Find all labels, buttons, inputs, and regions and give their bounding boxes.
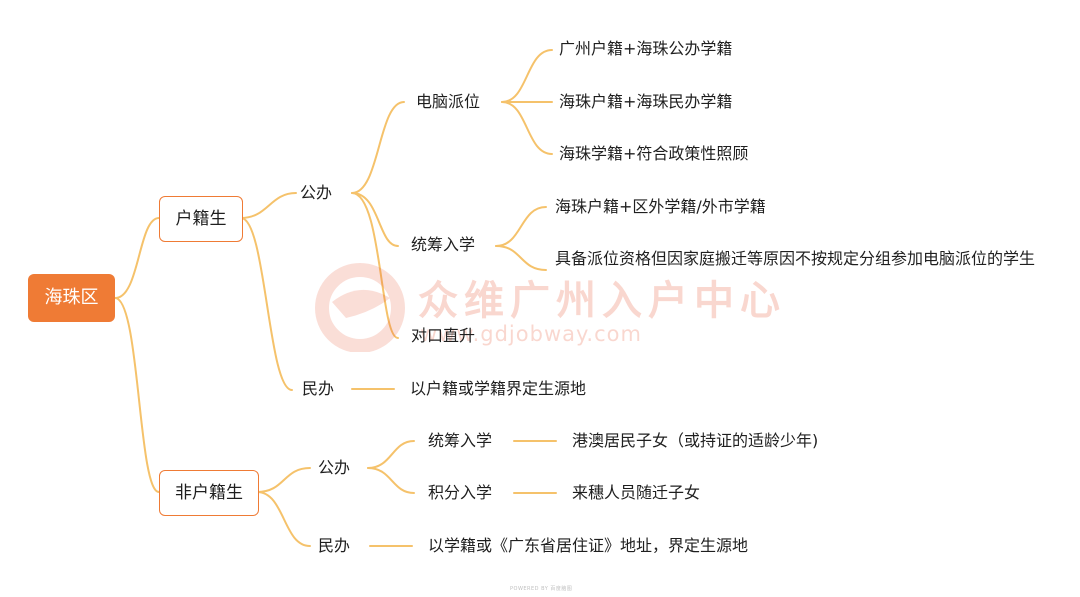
coordinated-item-1[interactable]: 海珠户籍+区外学籍/外市学籍 <box>555 197 766 216</box>
points-admission-item[interactable]: 来穗人员随迁子女 <box>572 483 701 502</box>
link-coordinated-item2 <box>495 245 547 271</box>
link-b2-private <box>256 491 311 547</box>
link-b2public-coordinated <box>367 440 415 469</box>
b2-private-item[interactable]: 以学籍或《广东省居住证》地址，界定生源地 <box>428 536 749 555</box>
computer-assignment-node[interactable]: 电脑派位 <box>416 92 481 111</box>
coordinated-item-2[interactable]: 具备派位资格但因家庭搬迁等原因不按规定分组参加电脑派位的学生 <box>555 249 1036 268</box>
link-public-direct <box>351 192 399 339</box>
link-b1-public <box>240 192 297 219</box>
link-b1-private <box>240 217 293 391</box>
computer-item-2[interactable]: 海珠户籍+海珠民办学籍 <box>559 92 733 111</box>
link-coordinated-item1 <box>495 206 547 247</box>
points-admission-node[interactable]: 积分入学 <box>428 483 493 502</box>
b2-private-node[interactable]: 民办 <box>318 536 351 555</box>
branch-huji-node[interactable]: 户籍生 <box>159 196 243 242</box>
link-root-branch1 <box>114 217 160 299</box>
link-public-computer <box>351 101 405 194</box>
b1-private-node[interactable]: 民办 <box>302 379 335 398</box>
link-computer-item3 <box>501 101 553 155</box>
b1-coordinated-node[interactable]: 统筹入学 <box>411 235 476 254</box>
link-public-coordinated <box>351 192 399 247</box>
computer-item-3[interactable]: 海珠学籍+符合政策性照顾 <box>559 144 749 163</box>
powered-by-footer: POWERED BY 百度脑图 <box>510 586 573 592</box>
link-b2public-points <box>367 467 415 494</box>
b2-public-node[interactable]: 公办 <box>318 458 351 477</box>
computer-item-1[interactable]: 广州户籍+海珠公办学籍 <box>559 39 733 58</box>
link-b2-public <box>256 467 311 493</box>
root-node[interactable]: 海珠区 <box>28 274 115 322</box>
b2-coordinated-item[interactable]: 港澳居民子女（或持证的适龄少年) <box>572 431 819 450</box>
link-computer-item1 <box>501 49 553 103</box>
direct-promotion-node[interactable]: 对口直升 <box>411 326 476 345</box>
b1-private-item[interactable]: 以户籍或学籍界定生源地 <box>410 379 587 398</box>
link-root-branch2 <box>114 297 160 493</box>
watermark-text: 众维广州入户中心 <box>418 278 786 324</box>
branch-non-huji-node[interactable]: 非户籍生 <box>159 470 259 516</box>
b2-coordinated-node[interactable]: 统筹入学 <box>428 431 493 450</box>
watermark-url: www.gdjobway.com <box>420 322 642 346</box>
b1-public-node[interactable]: 公办 <box>300 183 333 202</box>
